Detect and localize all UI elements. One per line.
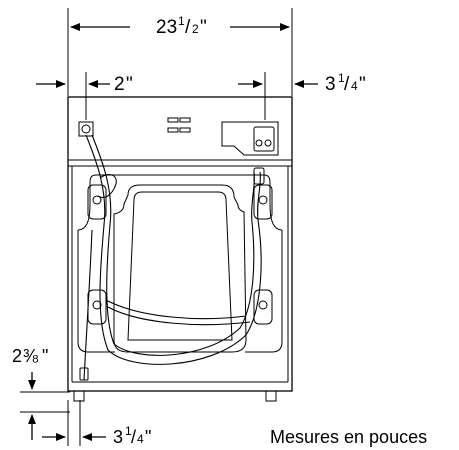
- left-offset-dimension: 2 ": [36, 74, 133, 95]
- foot-offset-numerator: 1: [125, 424, 132, 438]
- foot-offset-slash: /: [131, 427, 136, 447]
- foot-height-fraction: ⅜: [23, 346, 39, 366]
- total-width-denominator: 2: [192, 22, 199, 36]
- right-offset-denominator: 4: [351, 79, 358, 93]
- left-offset-unit: ": [126, 74, 133, 95]
- total-width-unit: ": [200, 17, 207, 38]
- right-offset-slash: /: [344, 74, 350, 95]
- feet: [73, 390, 277, 402]
- extension-lines: [20, 8, 293, 446]
- total-width-dimension: 23 1 / 2 ": [70, 14, 290, 38]
- foot-height-whole: 2: [12, 346, 22, 366]
- hoses: [79, 134, 265, 381]
- left-offset-whole: 2: [114, 74, 125, 95]
- foot-offset-whole: 3: [113, 427, 123, 447]
- foot-height-dimension: 2 ⅜ ": [12, 346, 48, 440]
- right-offset-dimension: 3 1 / 4 ": [238, 71, 366, 95]
- foot-height-unit: ": [42, 346, 48, 366]
- foot-offset-dimension: 3 1 / 4 ": [42, 424, 151, 447]
- total-width-slash: /: [185, 17, 191, 38]
- washer-cabinet: [67, 96, 293, 392]
- right-offset-unit: ": [359, 74, 366, 95]
- caption: Mesures en pouces: [270, 427, 427, 447]
- foot-offset-denominator: 4: [137, 432, 144, 446]
- total-width-whole: 23: [156, 17, 177, 38]
- total-width-numerator: 1: [178, 14, 185, 28]
- right-offset-whole: 3: [325, 74, 336, 95]
- top-panel-details: [78, 117, 279, 156]
- right-offset-numerator: 1: [338, 71, 345, 85]
- rear-panel-details: [77, 174, 283, 353]
- foot-offset-unit: ": [145, 427, 151, 447]
